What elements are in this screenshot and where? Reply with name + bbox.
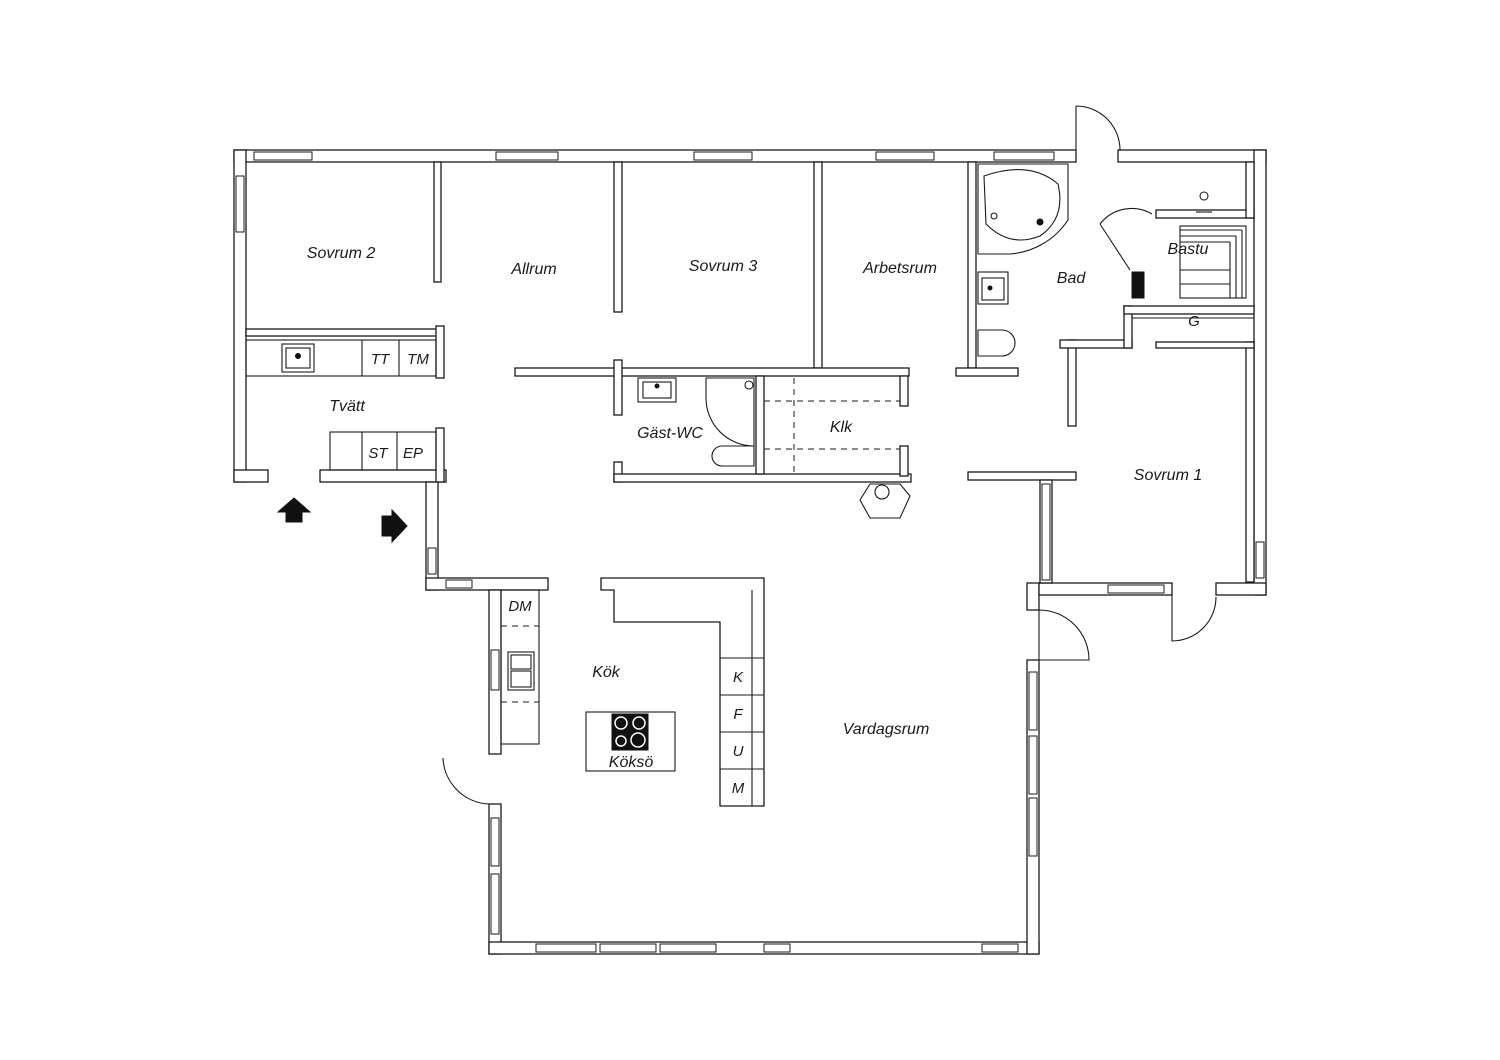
- appliance-label-k: K: [733, 669, 744, 686]
- bath-fixtures: [977, 163, 1145, 357]
- arrow-right-icon: [381, 508, 408, 544]
- windows: [235, 151, 1265, 953]
- room-label-bastu: Bastu: [1168, 241, 1209, 258]
- arrow-up-icon: [276, 497, 312, 523]
- appliance-label-dm: DM: [508, 598, 532, 615]
- appliance-label-st: ST: [368, 445, 389, 462]
- doors: [442, 105, 1217, 805]
- laundry-counter: [245, 339, 437, 471]
- kitchen-island: [585, 711, 676, 772]
- room-label-vardagsrum: Vardagsrum: [843, 721, 930, 738]
- toilet-icon: [977, 329, 1016, 357]
- room-label-sovrum1: Sovrum 1: [1134, 467, 1202, 484]
- shower-head-icon: [1199, 191, 1209, 201]
- kitchen-counter-right: [600, 577, 765, 807]
- room-label-sovrum2: Sovrum 2: [307, 245, 376, 262]
- room-label-kokso: Köksö: [609, 754, 654, 771]
- kitchen-counter-left: [500, 589, 540, 745]
- guest-wc-fixtures: [637, 377, 755, 467]
- room-label-tvatt: Tvätt: [329, 398, 365, 415]
- sauna-benches: [1179, 191, 1247, 299]
- appliance-label-tt: TT: [371, 351, 391, 368]
- room-label-gastwc: Gäst-WC: [637, 425, 703, 442]
- cooktop-icon: [611, 713, 649, 751]
- appliance-label-m: M: [732, 780, 745, 797]
- bathtub-icon: [977, 163, 1069, 255]
- interior-walls: [245, 161, 1255, 584]
- appliance-label-f: F: [733, 706, 743, 723]
- room-label-bad: Bad: [1057, 270, 1087, 287]
- closet-outline: [764, 378, 900, 472]
- room-label-arbetsrum: Arbetsrum: [862, 260, 937, 277]
- room-label-sovrum3: Sovrum 3: [689, 258, 758, 275]
- room-label-kok: Kök: [592, 664, 621, 681]
- room-label-allrum: Allrum: [510, 261, 556, 278]
- bathroom-sink-icon: [977, 271, 1009, 305]
- appliance-label-ep: EP: [403, 445, 423, 462]
- kitchen-sink-icon: [507, 651, 535, 691]
- stove-icon: [859, 483, 911, 519]
- sink-icon: [637, 377, 677, 403]
- sauna-heater-icon: [1131, 271, 1145, 299]
- appliance-label-g: G: [1188, 313, 1200, 330]
- appliance-label-tm: TM: [407, 351, 429, 368]
- appliance-label-u: U: [733, 743, 744, 760]
- laundry-sink-icon: [281, 343, 315, 373]
- toilet-icon: [711, 445, 755, 467]
- room-label-klk: Klk: [830, 419, 853, 436]
